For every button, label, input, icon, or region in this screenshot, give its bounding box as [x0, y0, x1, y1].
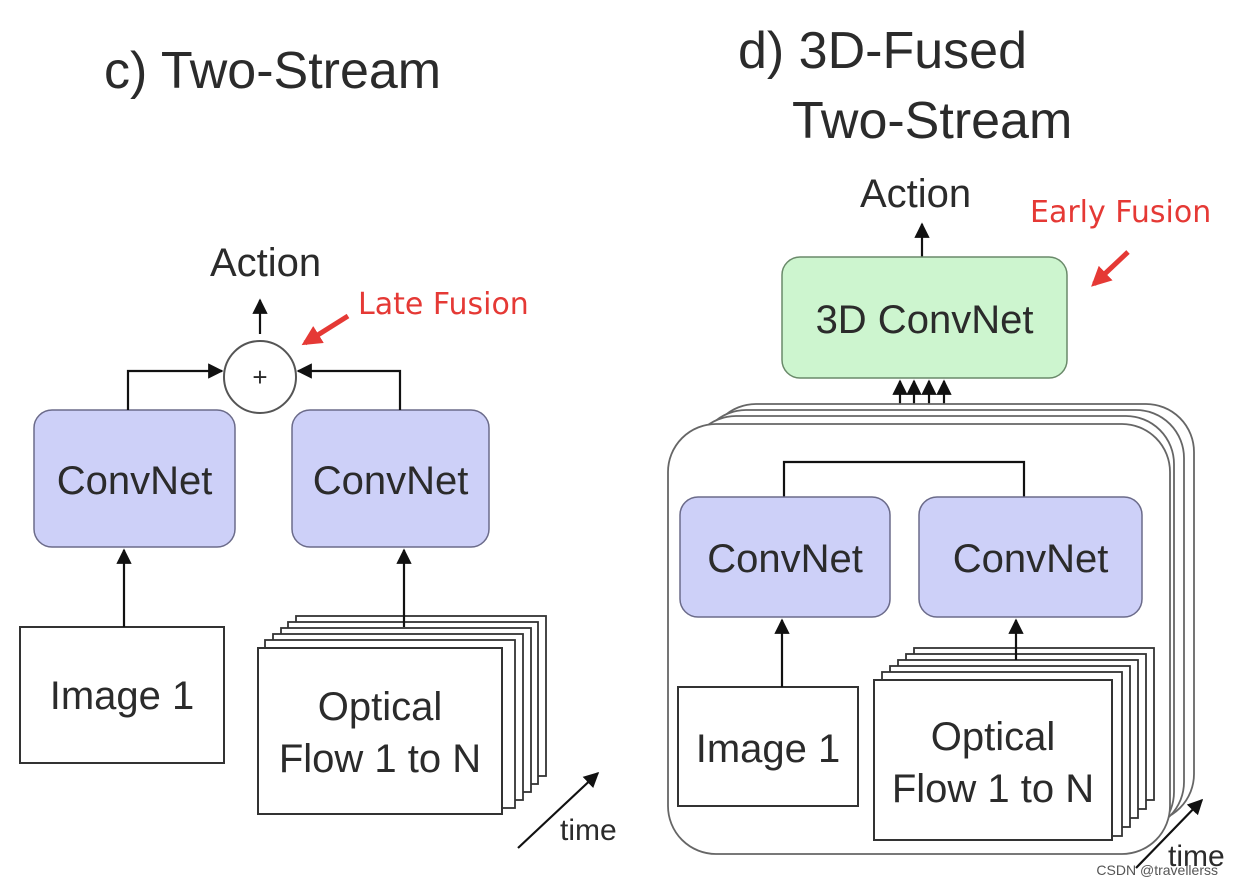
optical-flow-label-line2-left: Flow 1 to N: [279, 737, 481, 781]
late-fusion-pointer-arrow: [301, 313, 350, 346]
convnet-rgb-box-right: [679, 496, 891, 618]
panel-title-line2-3d-fused: Two-Stream: [792, 92, 1072, 150]
connector-rgb-to-sum: [126, 363, 224, 410]
time-arrow-left: [517, 771, 600, 849]
convnet-flow-label-right: ConvNet: [953, 537, 1109, 581]
image-input-label-left: Image 1: [50, 674, 195, 718]
convnet-flow-box-right: [918, 496, 1143, 618]
convnet-flow-box-left: [291, 409, 490, 548]
optical-flow-label-line1-right: Optical: [931, 715, 1056, 759]
time-label-right: time: [1168, 840, 1225, 873]
early-fusion-annotation: Early Fusion: [1030, 195, 1211, 230]
panel-title-line1-3d-fused: d) 3D-Fused: [738, 22, 1027, 80]
time-arrow-right: [1135, 798, 1204, 869]
time-label-left: time: [560, 814, 617, 847]
connector-merge-convnets: [782, 460, 1026, 497]
action-label-left: Action: [210, 241, 321, 285]
action-label-right: Action: [860, 172, 971, 216]
optical-flow-label-line1-left: Optical: [318, 685, 443, 729]
early-fusion-pointer-arrow: [1091, 250, 1130, 287]
optical-flow-input-box-left: [257, 647, 503, 815]
image-input-box-right: [677, 686, 859, 807]
panel-title-two-stream: c) Two-Stream: [104, 42, 441, 100]
convnet-rgb-label-right: ConvNet: [707, 537, 863, 581]
panel-3d-fused-two-stream: d) 3D-Fused Two-Stream Action Early Fusi…: [667, 22, 1225, 873]
convnet-rgb-label-left: ConvNet: [57, 459, 213, 503]
conv3d-box: [781, 256, 1068, 379]
panel-two-stream: c) Two-Stream Action + Late Fusion ConvN…: [19, 42, 617, 849]
plus-icon: +: [252, 362, 267, 392]
image-input-label-right: Image 1: [696, 727, 841, 771]
late-fusion-annotation: Late Fusion: [358, 287, 529, 322]
optical-flow-label-line2-right: Flow 1 to N: [892, 767, 1094, 811]
connector-flow-to-sum: [296, 363, 402, 410]
sum-node: [223, 340, 297, 414]
convnet-flow-label-left: ConvNet: [313, 459, 469, 503]
csdn-watermark: CSDN @travellerss: [1096, 862, 1218, 878]
optical-flow-input-box-right: [873, 679, 1113, 841]
conv3d-label: 3D ConvNet: [816, 298, 1034, 342]
image-input-box-left: [19, 626, 225, 764]
convnet-rgb-box-left: [33, 409, 236, 548]
